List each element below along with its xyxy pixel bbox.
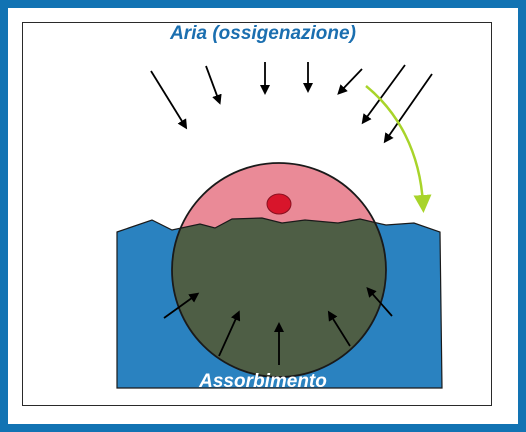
curved-arrow-icon	[366, 86, 423, 204]
air-arrows	[151, 62, 432, 140]
air-arrow-7	[386, 74, 432, 140]
absorption-label: Assorbimento	[160, 370, 366, 394]
air-arrow-5	[340, 69, 362, 92]
air-oxygenation-label: Aria (ossigenazione)	[120, 22, 406, 46]
air-arrow-6	[364, 65, 405, 121]
center-dot	[267, 194, 291, 214]
air-arrow-2	[206, 66, 219, 101]
air-arrow-1	[151, 71, 185, 126]
